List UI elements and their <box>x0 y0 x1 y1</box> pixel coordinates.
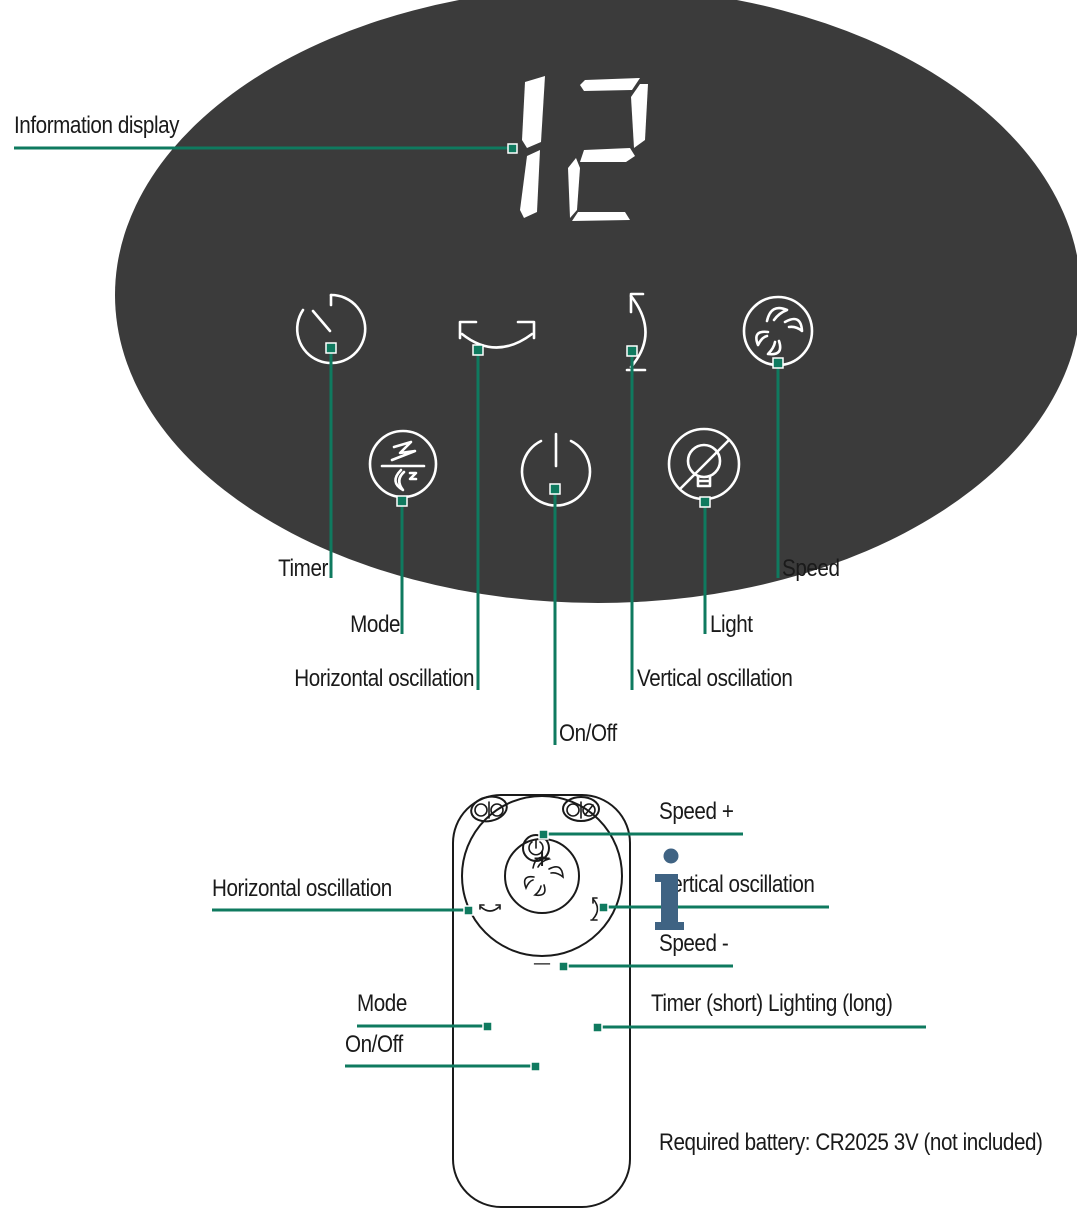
label-light: Light <box>710 611 753 638</box>
remote-label-horizontal-oscillation: Horizontal oscillation <box>212 875 392 902</box>
digit-one <box>520 76 545 218</box>
label-information-display: Information display <box>14 112 180 139</box>
remote-speed-fan-icon[interactable] <box>523 856 564 897</box>
remote-vertical-oscillation-icon[interactable] <box>590 897 599 921</box>
remote-timer-lighting-button[interactable] <box>562 796 600 822</box>
label-horizontal-oscillation: Horizontal oscillation <box>294 665 474 692</box>
horizontal-oscillation-icon[interactable] <box>458 320 536 349</box>
information-display <box>520 76 648 221</box>
digit-two <box>568 78 648 221</box>
remote-label-speed-plus: Speed + <box>659 798 734 825</box>
label-mode: Mode <box>350 611 400 638</box>
timer-button-icon[interactable] <box>295 293 367 365</box>
label-vertical-oscillation: Vertical oscillation <box>637 665 793 692</box>
light-button-icon[interactable] <box>667 427 741 501</box>
remote-label-on-off: On/Off <box>345 1031 403 1058</box>
remote-label-mode: Mode <box>357 990 407 1017</box>
remote-mode-icon <box>474 801 504 819</box>
battery-note: Required battery: CR2025 3V (not include… <box>659 1129 1043 1156</box>
remote-label-vertical-oscillation: Vertical oscillation <box>659 871 815 898</box>
remote-mode-button[interactable] <box>469 794 509 825</box>
label-speed: Speed <box>782 555 840 582</box>
remote-horizontal-oscillation-icon[interactable] <box>479 904 501 912</box>
remote-label-speed-minus: Speed - <box>659 930 729 957</box>
remote-timer-lighting-icon <box>566 801 596 819</box>
label-timer: Timer <box>278 555 328 582</box>
label-on-off: On/Off <box>559 720 617 747</box>
remote-plus-symbol[interactable]: + <box>532 844 552 872</box>
remote-callouts <box>212 829 926 1072</box>
remote-control <box>452 794 631 1208</box>
info-icon <box>655 848 684 930</box>
remote-power-button[interactable] <box>522 834 550 862</box>
panel-callouts <box>14 143 784 745</box>
control-panel <box>115 0 1077 603</box>
remote-label-timer-lighting: Timer (short) Lighting (long) <box>651 990 893 1017</box>
vertical-oscillation-icon[interactable] <box>625 292 647 372</box>
remote-minus-symbol[interactable]: — <box>533 953 551 974</box>
